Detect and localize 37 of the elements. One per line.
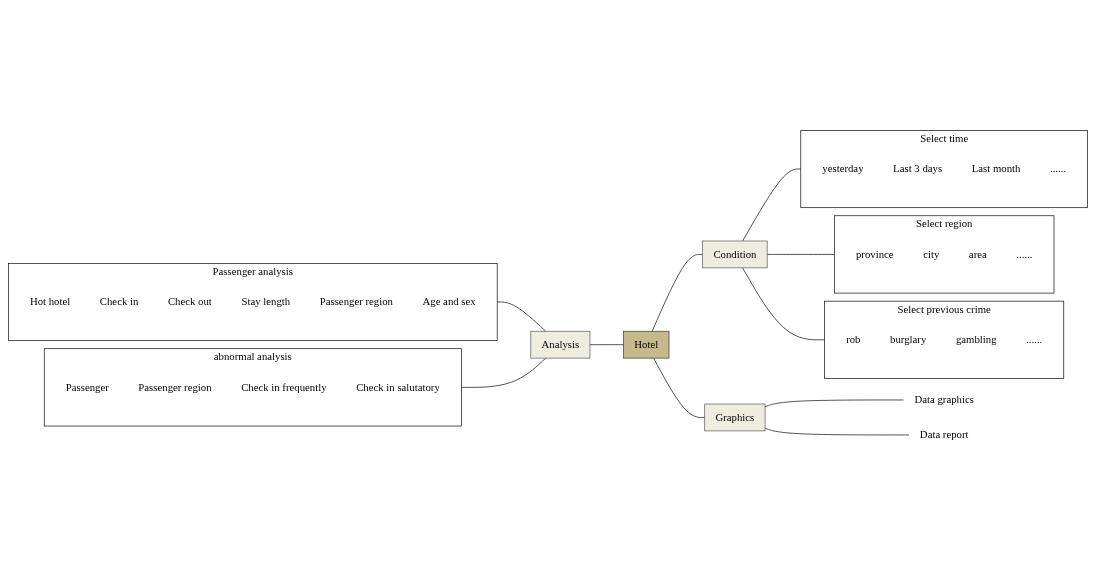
node-text: area xyxy=(968,247,987,260)
node-text: Age and sex xyxy=(422,295,476,307)
connector xyxy=(651,253,703,332)
node-text: Check in xyxy=(99,295,139,307)
node-text: Hot hotel xyxy=(29,295,71,307)
node-box: Hotel xyxy=(623,330,670,359)
node-text: Data graphics xyxy=(914,393,974,405)
node-box: Condition xyxy=(702,240,768,268)
node-text: burglary xyxy=(890,333,927,345)
node-text: Passenger region xyxy=(138,380,212,393)
connector xyxy=(461,357,547,388)
node-box: Analysis xyxy=(530,330,591,359)
node-text: ...... xyxy=(1016,247,1033,260)
node-text: Last 3 days xyxy=(893,162,943,175)
node-text: Stay length xyxy=(241,295,291,307)
node-text: ...... xyxy=(1049,162,1067,175)
connector xyxy=(742,168,802,241)
node-text: Passenger region xyxy=(319,295,393,307)
node-text: province xyxy=(855,247,894,260)
node-text: Check in frequently xyxy=(241,380,327,393)
node-text: Passenger xyxy=(65,380,109,393)
node-text: city xyxy=(923,247,940,260)
connector xyxy=(496,301,547,332)
node-text: Check out xyxy=(167,295,212,307)
node-text: Check in salutatory xyxy=(356,380,440,393)
node-text: ...... xyxy=(1026,333,1043,345)
node-text: gambling xyxy=(955,333,997,345)
connector xyxy=(764,427,910,435)
connector xyxy=(742,267,825,340)
node-text: yesterday xyxy=(822,162,864,175)
node-text: Data report xyxy=(919,428,969,440)
connector xyxy=(764,399,905,407)
node-box: Graphics xyxy=(704,403,766,431)
connector xyxy=(766,253,835,255)
node-text: rob xyxy=(846,333,861,345)
connector xyxy=(653,357,706,418)
node-text: Last month xyxy=(971,162,1021,175)
